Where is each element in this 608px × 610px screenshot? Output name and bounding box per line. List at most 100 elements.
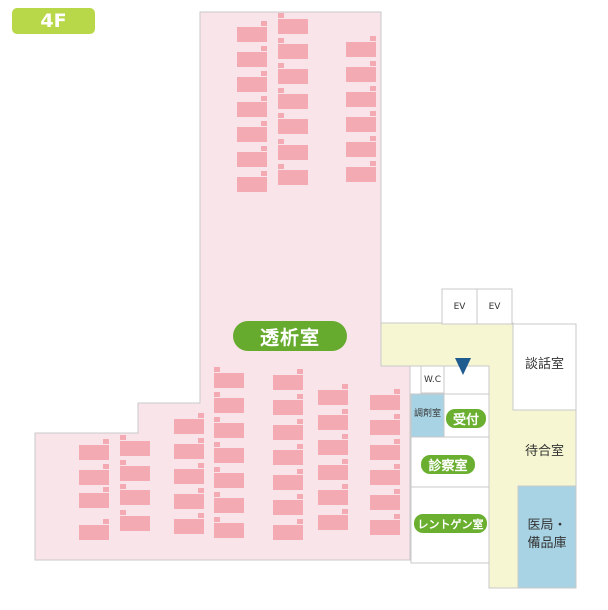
bed-side-table	[342, 409, 348, 414]
bed-side-table	[120, 435, 126, 440]
bed-side-table	[120, 510, 126, 515]
dialysis-bed	[318, 390, 348, 405]
bed-side-table	[261, 46, 267, 51]
dialysis-bed	[174, 469, 204, 484]
dialysis-bed	[273, 450, 303, 465]
dialysis-bed	[278, 69, 308, 84]
dialysis-bed	[318, 465, 348, 480]
dialysis-bed	[273, 425, 303, 440]
dialysis-bed	[237, 102, 267, 117]
bed-side-table	[394, 489, 400, 494]
dialysis-bed	[214, 448, 244, 463]
dialysis-bed	[214, 523, 244, 538]
dialysis-bed	[174, 419, 204, 434]
bed-side-table	[214, 517, 220, 522]
bed-side-table	[261, 121, 267, 126]
bed-side-table	[261, 21, 267, 26]
dialysis-bed	[120, 516, 150, 531]
ev-room-2	[476, 288, 513, 325]
dialysis-bed	[79, 525, 109, 540]
pharmacy-label: 調剤室	[413, 408, 441, 419]
ev-label-2: EV	[488, 301, 501, 312]
bed-side-table	[394, 414, 400, 419]
dialysis-bed	[237, 52, 267, 67]
floor-label: 4F	[40, 10, 67, 32]
dialysis-bed	[237, 127, 267, 142]
bed-side-table	[103, 519, 109, 524]
dialysis-bed	[346, 117, 376, 132]
dialysis-bed	[273, 525, 303, 540]
dialysis-bed	[79, 470, 109, 485]
bed-side-table	[370, 111, 376, 116]
bed-side-table	[297, 494, 303, 499]
bed-side-table	[297, 394, 303, 399]
dialysis-bed	[273, 400, 303, 415]
dialysis-bed	[318, 515, 348, 530]
ev-label-1: EV	[453, 301, 466, 312]
dialysis-bed	[237, 152, 267, 167]
bed-side-table	[198, 438, 204, 443]
bed-side-table	[342, 484, 348, 489]
bed-side-table	[120, 460, 126, 465]
consultation-room-label: 診察室	[421, 455, 475, 474]
ev-room-1	[441, 288, 478, 325]
bed-side-table	[370, 61, 376, 66]
floor-badge: 4F	[12, 8, 95, 34]
dialysis-bed	[278, 44, 308, 59]
wc-label: W.C	[423, 374, 441, 385]
dialysis-bed	[370, 420, 400, 435]
bed-side-table	[370, 86, 376, 91]
bed-side-table	[297, 469, 303, 474]
bed-side-table	[297, 419, 303, 424]
dialysis-bed	[346, 67, 376, 82]
bed-side-table	[198, 513, 204, 518]
dialysis-bed	[273, 500, 303, 515]
dialysis-bed	[318, 440, 348, 455]
bed-side-table	[297, 519, 303, 524]
bed-side-table	[342, 384, 348, 389]
dialysis-bed	[237, 27, 267, 42]
bed-side-table	[198, 488, 204, 493]
dialysis-bed	[278, 145, 308, 160]
bed-side-table	[214, 442, 220, 447]
dialysis-bed	[214, 423, 244, 438]
dialysis-bed	[174, 519, 204, 534]
dialysis-bed	[214, 473, 244, 488]
dialysis-bed	[370, 470, 400, 485]
dialysis-bed	[214, 373, 244, 388]
dialysis-bed	[370, 395, 400, 410]
bed-side-table	[120, 484, 126, 489]
bed-side-table	[198, 413, 204, 418]
dialysis-bed	[278, 119, 308, 134]
bed-side-table	[394, 514, 400, 519]
bed-side-table	[103, 464, 109, 469]
dialysis-bed	[278, 19, 308, 34]
dialysis-bed	[346, 167, 376, 182]
bed-side-table	[278, 63, 284, 68]
bed-side-table	[297, 444, 303, 449]
bed-side-table	[103, 439, 109, 444]
bed-side-table	[103, 487, 109, 492]
bed-side-table	[261, 171, 267, 176]
dialysis-bed	[214, 498, 244, 513]
bed-side-table	[261, 96, 267, 101]
bed-side-table	[370, 136, 376, 141]
dialysis-bed	[318, 415, 348, 430]
bed-side-table	[278, 38, 284, 43]
dialysis-bed	[278, 94, 308, 109]
talk-room-label: 談話室	[524, 357, 564, 373]
bed-side-table	[278, 88, 284, 93]
bed-side-table	[261, 146, 267, 151]
bed-side-table	[214, 392, 220, 397]
dialysis-bed	[237, 77, 267, 92]
bed-side-table	[370, 36, 376, 41]
dialysis-bed	[120, 466, 150, 481]
dialysis-bed	[79, 493, 109, 508]
talk-room	[512, 323, 577, 411]
dialysis-bed	[120, 441, 150, 456]
dialysis-beds	[79, 13, 400, 540]
dialysis-room-label: 透析室	[233, 321, 347, 351]
dialysis-bed	[273, 375, 303, 390]
reception-label: 受付	[446, 409, 486, 428]
